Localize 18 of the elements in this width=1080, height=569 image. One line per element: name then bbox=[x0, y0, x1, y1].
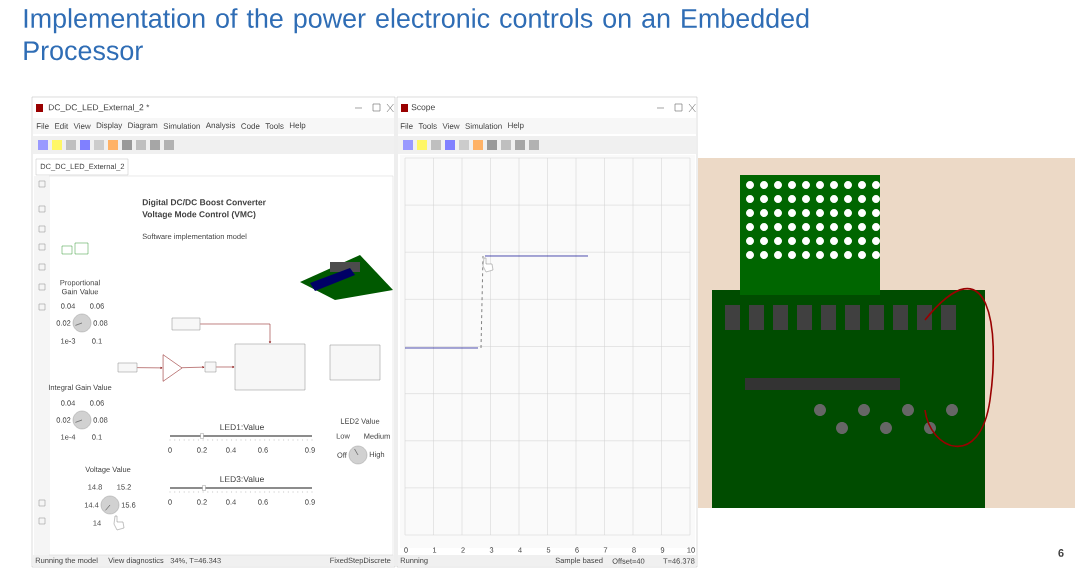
block bbox=[117, 362, 138, 373]
block bbox=[171, 317, 201, 331]
page-number: 6 bbox=[1058, 549, 1064, 557]
gain-block bbox=[162, 354, 183, 382]
window-title: Scope bbox=[411, 104, 435, 112]
block bbox=[204, 361, 217, 373]
connector bbox=[137, 366, 163, 369]
connector bbox=[181, 366, 205, 369]
slide-title: Implementation of the power electronic controls on an Embedded Processor bbox=[24, 8, 809, 61]
connector bbox=[200, 323, 271, 344]
connector bbox=[216, 366, 235, 368]
block bbox=[329, 344, 381, 381]
model-heading: Digital DC/DC Boost Converter bbox=[142, 199, 266, 207]
window-title: DC_DC_LED_External_2 * bbox=[48, 104, 150, 112]
slider-label: LED3:Value bbox=[220, 475, 264, 483]
slider-label: LED1:Value bbox=[220, 423, 264, 431]
model-heading: Voltage Mode Control (VMC) bbox=[142, 211, 256, 219]
block bbox=[234, 343, 306, 391]
